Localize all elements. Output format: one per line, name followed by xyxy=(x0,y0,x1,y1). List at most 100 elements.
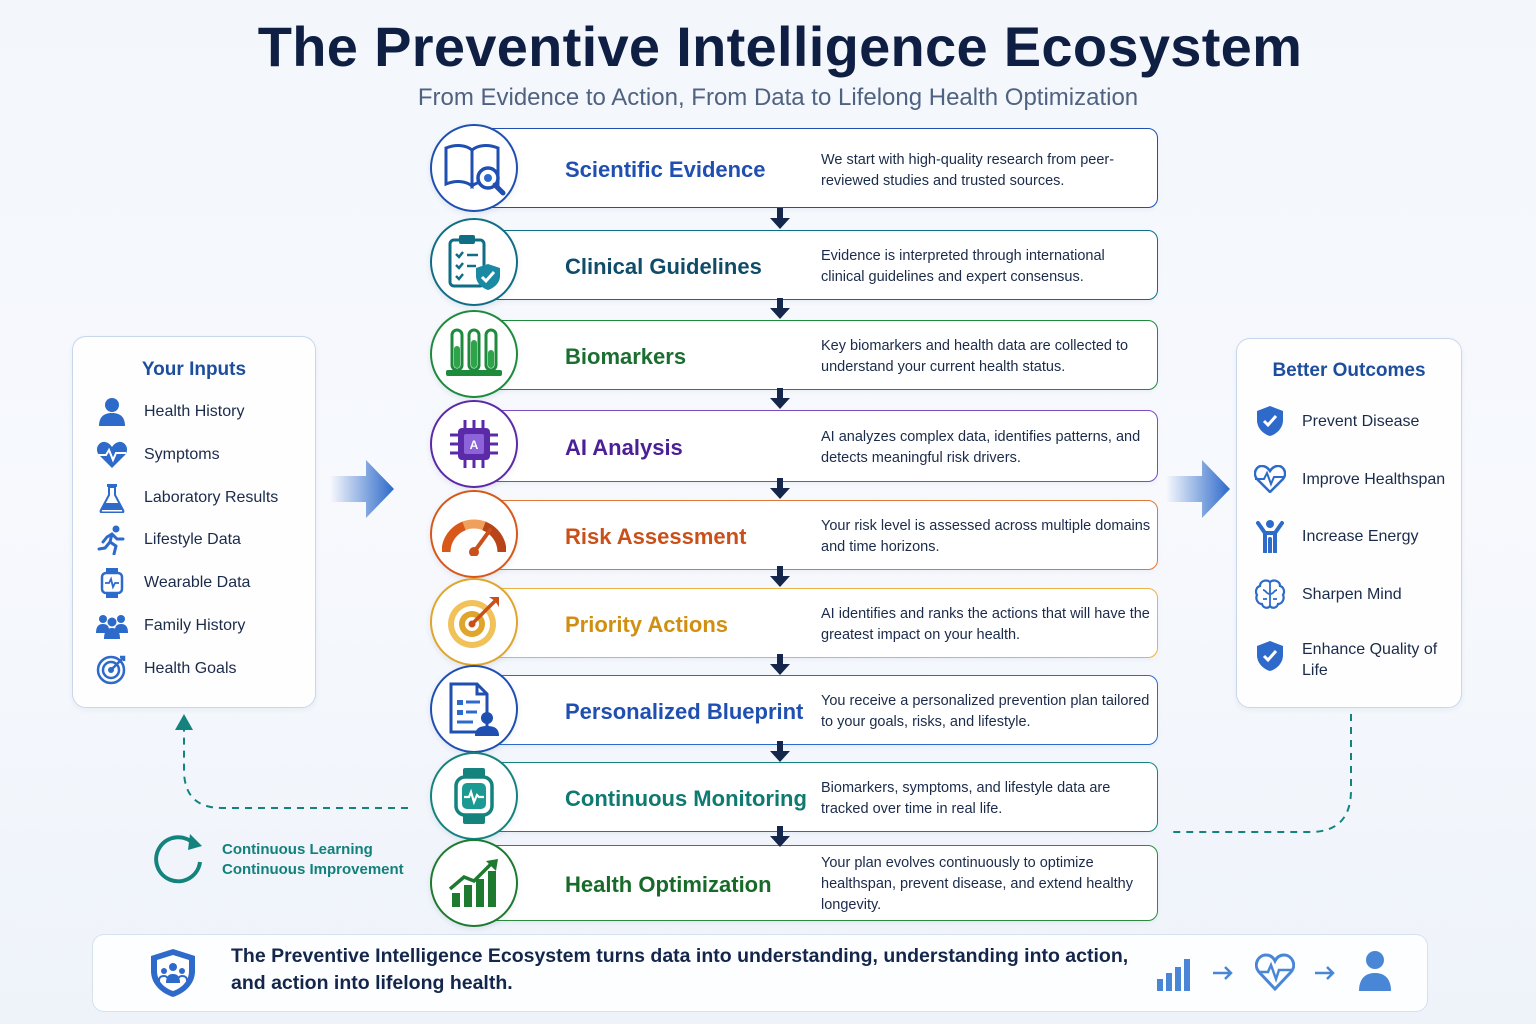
flow-down-arrow xyxy=(770,654,790,675)
flask-icon xyxy=(95,481,129,515)
flow-down-arrow xyxy=(770,208,790,229)
input-item-family-history: Family History xyxy=(95,609,245,643)
outcome-item-prevent-disease: Prevent Disease xyxy=(1253,404,1452,438)
outcomes-panel: Better Outcomes Prevent Disease Improve … xyxy=(1236,338,1462,708)
smartwatch-icon xyxy=(95,566,129,600)
watch-monitor-icon xyxy=(430,752,518,840)
target-arrow-icon xyxy=(430,578,518,666)
outcomes-panel-title: Better Outcomes xyxy=(1272,360,1426,381)
step-risk-assessment: Risk Assessment Your risk level is asses… xyxy=(472,500,1158,570)
document-person-icon xyxy=(430,665,518,753)
arrow-right-icon xyxy=(1315,966,1335,980)
step-description: Key biomarkers and health data are colle… xyxy=(821,338,1129,375)
step-title: Risk Assessment xyxy=(565,524,747,549)
outcome-item-sharpen-mind: Sharpen Mind xyxy=(1253,577,1452,611)
loop-line-2: Continuous Improvement xyxy=(222,861,404,878)
outcome-item-improve-healthspan: Improve Healthspan xyxy=(1253,462,1452,496)
input-item-label: Lifestyle Data xyxy=(144,531,241,548)
outcome-item-label: Increase Energy xyxy=(1302,527,1419,545)
flow-down-arrow xyxy=(770,298,790,319)
step-biomarkers: Biomarkers Key biomarkers and health dat… xyxy=(472,320,1158,390)
input-item-label: Wearable Data xyxy=(144,574,251,591)
flow-down-arrow xyxy=(770,826,790,847)
step-continuous-monitoring: Continuous Monitoring Biomarkers, sympto… xyxy=(472,762,1158,832)
step-description: We start with high-quality research from… xyxy=(821,152,1115,189)
step-title: Priority Actions xyxy=(565,612,728,637)
shield-check-icon xyxy=(1253,404,1287,438)
step-description: You receive a personalized prevention pl… xyxy=(821,693,1150,730)
flow-down-arrow xyxy=(770,566,790,587)
refresh-cycle-icon xyxy=(154,834,202,884)
inputs-flow-arrow xyxy=(330,460,394,518)
input-item-label: Health Goals xyxy=(144,660,237,677)
running-icon xyxy=(95,523,129,557)
outcome-item-label: Improve Healthspan xyxy=(1302,470,1446,488)
outcome-item-label: Enhance Quality of Life xyxy=(1302,641,1438,679)
input-item-lifestyle-data: Lifestyle Data xyxy=(95,523,241,557)
person-energy-icon xyxy=(1253,519,1287,553)
step-title: Personalized Blueprint xyxy=(565,699,804,724)
shield-check-icon xyxy=(1253,639,1287,673)
person-icon xyxy=(95,395,129,429)
ai-chip-icon: A xyxy=(430,400,518,488)
step-title: Clinical Guidelines xyxy=(565,254,762,279)
loop-line-1: Continuous Learning xyxy=(222,841,373,858)
step-description: Evidence is interpreted through internat… xyxy=(821,248,1105,285)
input-item-symptoms: Symptoms xyxy=(95,438,220,472)
step-description: AI analyzes complex data, identifies pat… xyxy=(821,429,1141,466)
heartbeat-icon xyxy=(1253,462,1287,496)
flow-down-arrow xyxy=(770,388,790,409)
input-item-label: Symptoms xyxy=(144,446,220,463)
outcome-item-increase-energy: Increase Energy xyxy=(1253,519,1452,553)
inputs-panel-title: Your Inputs xyxy=(141,359,247,380)
book-search-icon xyxy=(430,124,518,212)
step-description: Your risk level is assessed across multi… xyxy=(821,518,1151,555)
step-priority-actions: Priority Actions AI identifies and ranks… xyxy=(472,588,1158,658)
outcome-item-label: Sharpen Mind xyxy=(1302,585,1402,603)
continuous-learning-label: Continuous Learning Continuous Improveme… xyxy=(222,840,404,880)
outcome-item-label: Prevent Disease xyxy=(1302,412,1420,430)
flow-down-arrow xyxy=(770,478,790,499)
input-item-label: Health History xyxy=(144,403,245,420)
step-personalized-blueprint: Personalized Blueprint You receive a per… xyxy=(472,675,1158,745)
step-description: Your plan evolves continuously to optimi… xyxy=(821,855,1133,913)
summary-banner: The Preventive Intelligence Ecosystem tu… xyxy=(92,934,1428,1012)
step-ai-analysis: AI Analysis AI analyzes complex data, id… xyxy=(472,410,1158,482)
arrow-right-icon xyxy=(1213,966,1233,980)
step-clinical-guidelines: Clinical Guidelines Evidence is interpre… xyxy=(472,230,1158,300)
step-title: Scientific Evidence xyxy=(565,157,766,182)
input-item-wearable-data: Wearable Data xyxy=(95,566,250,600)
step-description: Biomarkers, symptoms, and lifestyle data… xyxy=(821,780,1111,817)
bar-chart-icon xyxy=(1157,959,1190,991)
input-item-label: Family History xyxy=(144,617,246,634)
target-icon xyxy=(95,652,129,686)
flow-down-arrow xyxy=(770,741,790,762)
step-title: Biomarkers xyxy=(565,344,687,369)
input-item-laboratory-results: Laboratory Results xyxy=(95,481,278,515)
gauge-icon xyxy=(430,490,518,578)
outcomes-flow-arrow xyxy=(1166,460,1230,518)
person-icon xyxy=(1359,951,1391,991)
outcome-item-enhance-quality: Enhance Quality of Life xyxy=(1253,639,1452,681)
input-item-health-goals: Health Goals xyxy=(95,652,237,686)
svg-text:A: A xyxy=(470,438,479,452)
input-item-label: Laboratory Results xyxy=(144,489,279,506)
step-scientific-evidence: Scientific Evidence We start with high-q… xyxy=(472,128,1158,208)
step-description: AI identifies and ranks the actions that… xyxy=(821,606,1150,643)
brain-icon xyxy=(1253,577,1287,611)
shield-people-icon xyxy=(151,949,195,997)
clipboard-shield-icon xyxy=(430,218,518,306)
step-title: AI Analysis xyxy=(565,435,683,460)
step-title: Health Optimization xyxy=(565,872,772,897)
heartbeat-icon xyxy=(95,438,129,472)
inputs-panel: Your Inputs Health History Symptoms Labo… xyxy=(72,336,316,708)
growth-chart-icon xyxy=(430,839,518,927)
step-title: Continuous Monitoring xyxy=(565,786,807,811)
summary-text: The Preventive Intelligence Ecosystem tu… xyxy=(231,945,1129,994)
family-icon xyxy=(95,609,129,643)
page-title: The Preventive Intelligence Ecosystem xyxy=(257,15,1303,78)
page-subtitle: From Evidence to Action, From Data to Li… xyxy=(417,84,1139,111)
step-health-optimization: Health Optimization Your plan evolves co… xyxy=(472,845,1158,921)
heartbeat-icon xyxy=(1255,953,1295,991)
